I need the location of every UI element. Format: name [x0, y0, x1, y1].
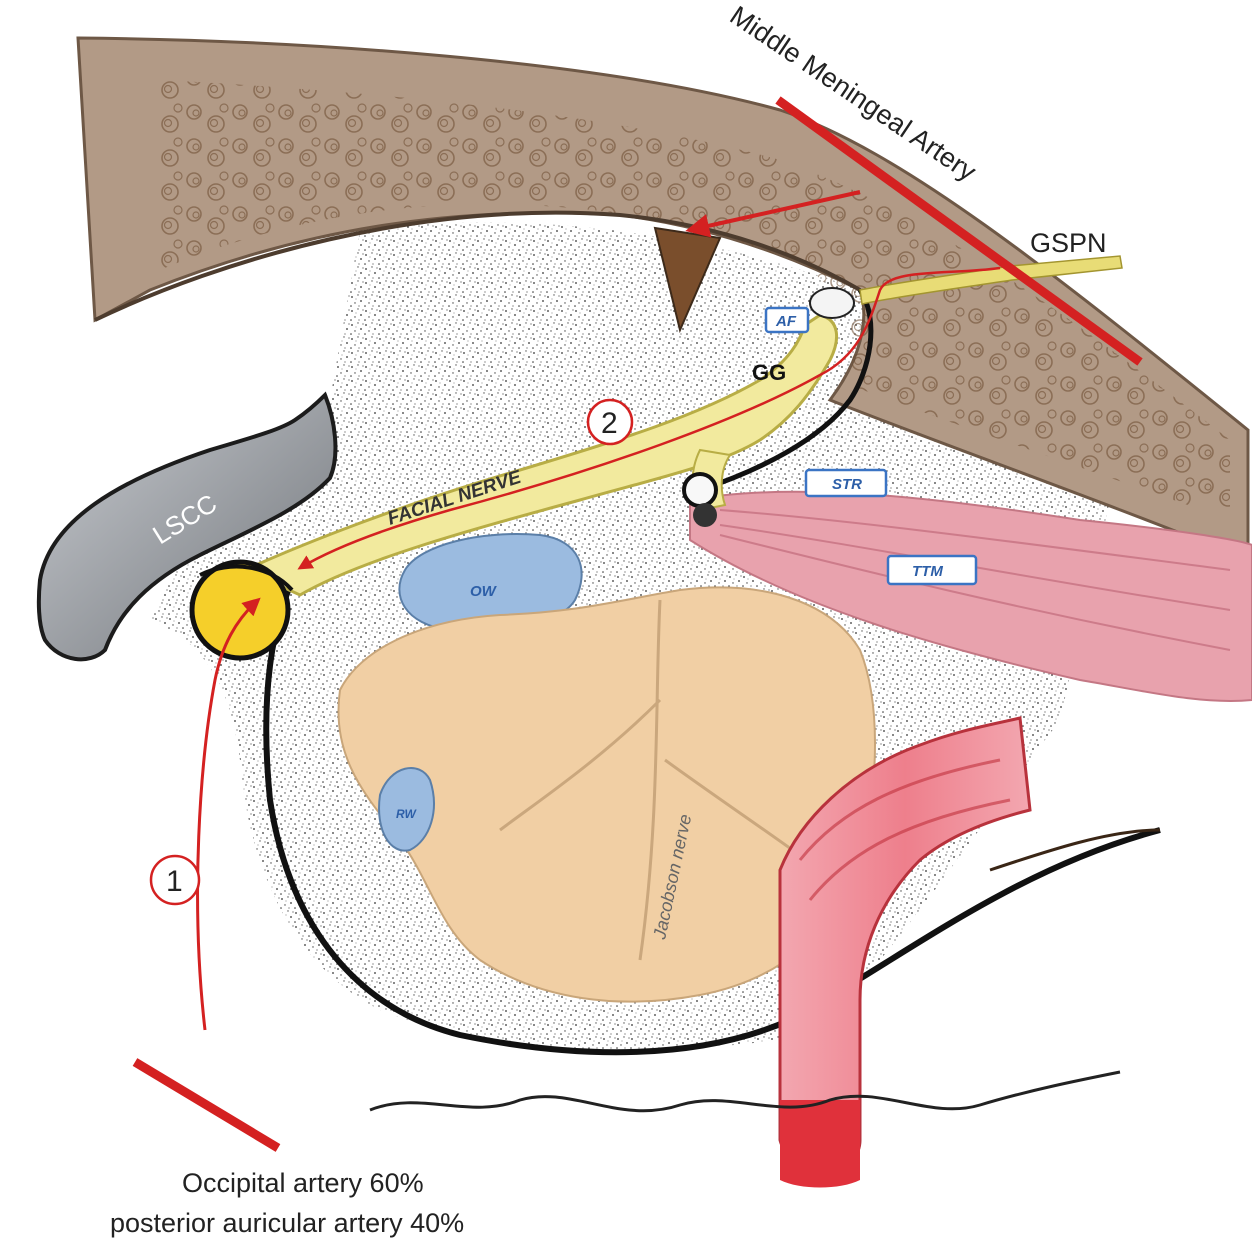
- facial-nerve: [241, 313, 839, 597]
- cavity-right-edge: [699, 288, 874, 493]
- right-dark-line: [989, 828, 1161, 872]
- round-window: [378, 767, 435, 852]
- carotid-lower: [780, 1100, 860, 1188]
- marker-2-text: 2: [601, 407, 618, 440]
- carotid-texture: [798, 758, 1011, 901]
- str-box: [804, 468, 888, 498]
- stapes-tendon: [693, 503, 717, 527]
- marker-1-circle: [149, 854, 201, 906]
- lscc-canal: [36, 391, 338, 662]
- gspn-label: GSPN: [1030, 228, 1107, 258]
- stylomastoid-foramen: [189, 559, 291, 661]
- mma-arrow: [685, 190, 861, 238]
- floor-wavy-line: [369, 1070, 1121, 1113]
- tympanic-cavity-outline: [263, 563, 1161, 1056]
- ttm-box: [886, 554, 978, 586]
- caption-line-1: Occipital artery 60%: [182, 1168, 424, 1198]
- oval-window: [398, 533, 583, 633]
- stapes-head: [682, 472, 718, 508]
- foramen-edge: [199, 564, 294, 592]
- tegmen-inner-edge: [94, 210, 862, 322]
- gg-label: GG: [752, 360, 786, 385]
- str-label: STR: [832, 476, 862, 493]
- gspn-nerve: [859, 255, 1123, 305]
- ow-label: OW: [470, 583, 498, 600]
- rw-label: RW: [396, 807, 417, 821]
- ttm-label: TTM: [912, 563, 943, 580]
- marker-2-circle: [586, 398, 634, 446]
- tegmen-texture: [160, 80, 1230, 520]
- route-2-path: [297, 266, 1001, 570]
- marker-1-text: 1: [166, 865, 183, 898]
- caption-line-2: posterior auricular artery 40%: [110, 1208, 464, 1238]
- route-1-path: [196, 597, 261, 1031]
- af-opening: [809, 287, 855, 319]
- mma-bar: [775, 96, 1143, 366]
- occipital-artery-bar: [132, 1058, 281, 1152]
- af-box: [764, 306, 810, 334]
- af-label: AF: [775, 313, 797, 330]
